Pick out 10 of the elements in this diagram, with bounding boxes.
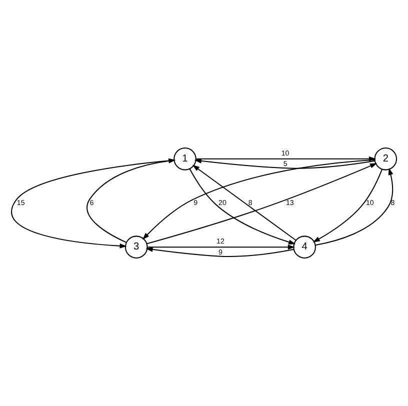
arrow	[315, 168, 394, 246]
arrow	[86, 158, 176, 243]
arrow	[147, 244, 295, 250]
arrow	[146, 246, 294, 257]
node-circle: 1	[174, 148, 196, 170]
arrow	[194, 158, 375, 169]
node-circle: 3	[124, 236, 148, 258]
arrow	[312, 169, 383, 242]
node-circle: 4	[293, 236, 316, 258]
node-circle: 2	[374, 148, 398, 170]
